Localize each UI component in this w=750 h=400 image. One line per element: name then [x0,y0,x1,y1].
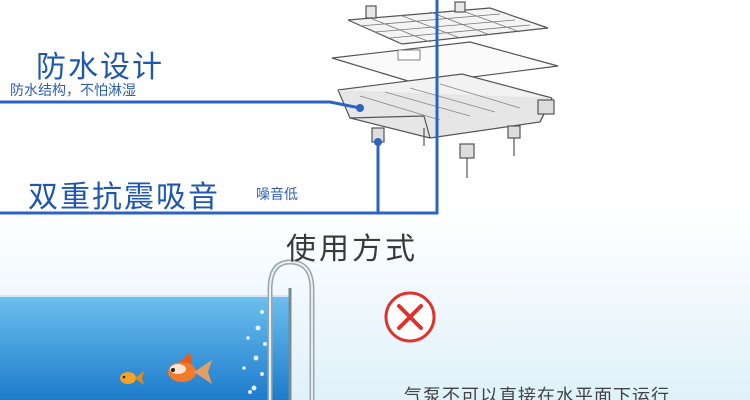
cross-circle-icon [384,291,436,343]
aquarium-tank [0,288,292,400]
goldfish-small-icon [120,371,144,385]
air-bubbles [242,310,267,394]
waterproof-subtitle: 防水结构，不怕淋湿 [10,83,136,99]
usage-heading: 使用方式 [286,232,418,267]
callout-lines [0,0,439,215]
warning-text: 气泵不可以直接在水平面下运行 [404,386,670,400]
shock-absorb-title: 双重抗震吸音 [28,180,220,215]
pump-exploded-diagram [331,1,559,178]
low-noise-label: 噪音低 [256,187,298,203]
waterproof-title: 防水设计 [36,50,164,85]
goldfish-large-icon [168,352,212,384]
